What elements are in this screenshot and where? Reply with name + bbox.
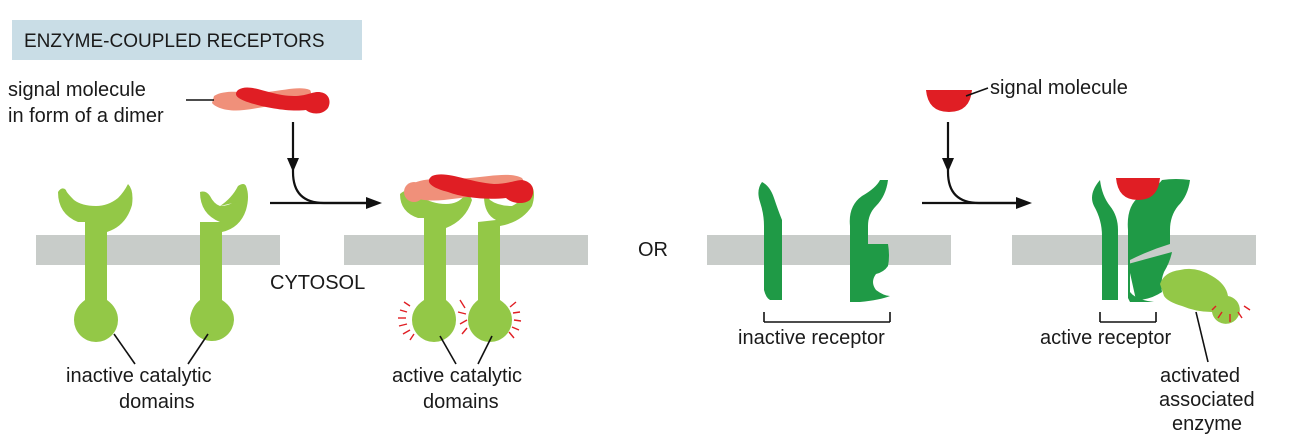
signal-molecule-pointer (965, 87, 989, 97)
membrane-segment-3 (707, 235, 951, 265)
inactive-receptor-dark (758, 180, 890, 302)
active-receptor-pair (400, 186, 534, 342)
inactive-domain-pointer-2 (187, 333, 209, 365)
activated-enzyme-label-line3: enzyme (1172, 413, 1242, 435)
activated-enzyme-label-line2: associated (1159, 389, 1255, 411)
membrane-segment-1 (36, 235, 280, 265)
active-receptor-dark (1092, 179, 1190, 302)
inactive-catalytic-label-line2: domains (119, 391, 195, 413)
active-domain-pointer-1 (439, 335, 457, 365)
active-catalytic-label-line1: active catalytic (392, 365, 522, 387)
signal-dimer-label-line1: signal molecule (8, 79, 146, 101)
cytosol-label: CYTOSOL (270, 272, 365, 294)
inactive-catalytic-label-line1: inactive catalytic (66, 365, 212, 387)
signal-dimer-label-line2: in form of a dimer (8, 105, 164, 127)
active-domain-pointer-2 (477, 335, 493, 365)
inactive-receptor-label: inactive receptor (738, 327, 885, 349)
activity-sparks-left (398, 299, 522, 341)
inactive-receptor-left-2 (189, 184, 248, 342)
enzyme-activity-sparks (1211, 305, 1251, 322)
signal-molecule-bound (1116, 178, 1160, 200)
membrane-segment-2 (344, 235, 588, 265)
signal-dimer-bound (404, 174, 534, 204)
enzyme-pointer (1195, 311, 1209, 363)
signal-molecule-label: signal molecule (990, 77, 1128, 99)
activation-arrow-2 (922, 122, 1032, 209)
activated-associated-enzyme (1160, 268, 1240, 324)
signal-dimer-free (212, 87, 330, 114)
activated-enzyme-label-line1: activated (1160, 365, 1240, 387)
signal-molecule-free (926, 90, 972, 112)
active-receptor-label: active receptor (1040, 327, 1172, 349)
active-catalytic-label-line2: domains (423, 391, 499, 413)
inactive-domain-pointer-1 (113, 333, 136, 365)
title-box: ENZYME-COUPLED RECEPTORS (12, 20, 362, 60)
or-label: OR (638, 239, 668, 261)
inactive-receptor-left-1 (58, 184, 133, 342)
activation-arrow-1 (270, 122, 382, 209)
diagram-title: ENZYME-COUPLED RECEPTORS (24, 31, 325, 52)
